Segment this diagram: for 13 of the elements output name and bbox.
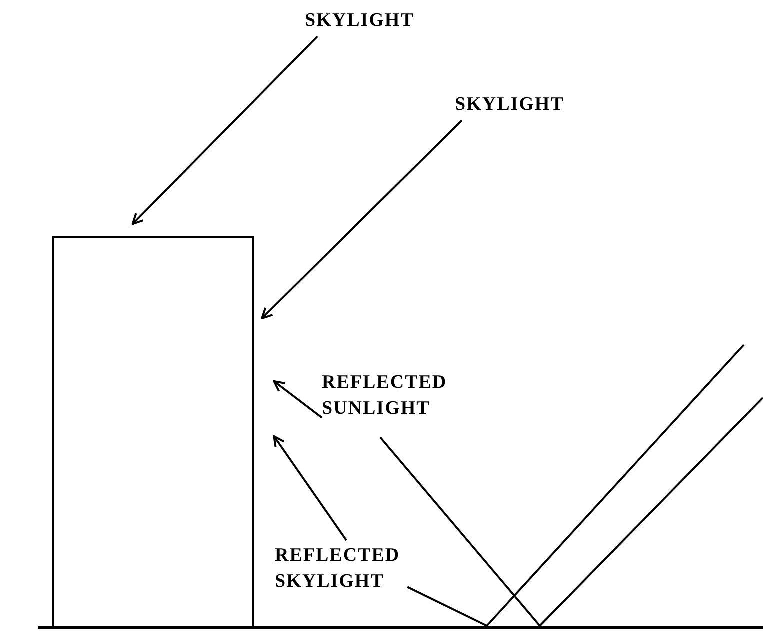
arrow <box>273 380 323 419</box>
light-ray-line <box>539 397 763 627</box>
light-ray-line <box>486 344 745 627</box>
light-label: REFLECTED SKYLIGHT <box>275 543 405 595</box>
light-ray-line <box>380 436 541 627</box>
ground-line <box>38 626 763 629</box>
arrow <box>132 36 318 226</box>
light-label: SKYLIGHT <box>305 8 445 34</box>
arrow <box>273 435 348 541</box>
light-label: SKYLIGHT <box>455 92 595 118</box>
light-ray-line <box>407 586 488 627</box>
light-label: REFLECTED SUNLIGHT <box>322 370 452 422</box>
arrow <box>261 120 463 320</box>
